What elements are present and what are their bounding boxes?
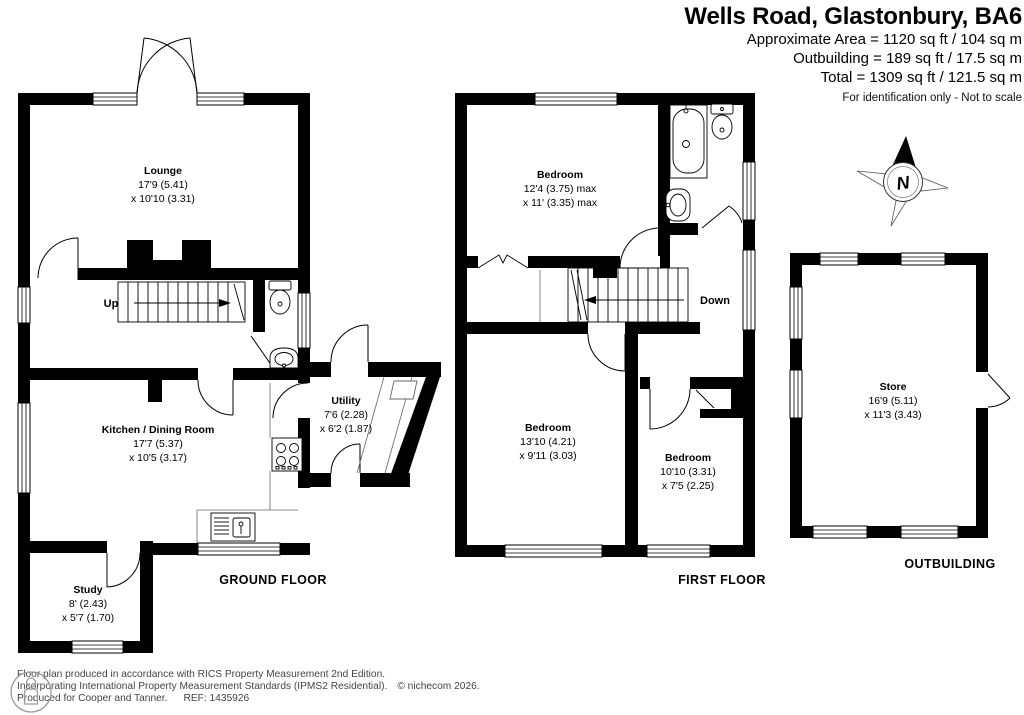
ground-floor-windows: [17, 92, 311, 654]
first-floor-plan: Bedroom 12'4 (3.75) max x 11' (3.35) max…: [455, 92, 766, 587]
lounge-dims-1: 17'9 (5.41): [138, 179, 188, 191]
bedroom3-dims-2: x 7'5 (2.25): [662, 480, 714, 492]
bathroom-basin-icon: [665, 188, 691, 222]
bathroom-toilet-icon: [710, 103, 734, 140]
stairs-down-label: Down: [700, 295, 730, 307]
first-floor-title: FIRST FLOOR: [678, 573, 766, 587]
kitchen-counter: [196, 383, 298, 543]
bedroom1-label: Bedroom: [537, 169, 583, 181]
header: Wells Road, Glastonbury, BA6 Approximate…: [684, 3, 1022, 105]
utility-worktop: [356, 376, 418, 474]
nichecom-logo-icon: [10, 671, 52, 713]
first-floor-windows: [504, 92, 756, 558]
bedroom3-label: Bedroom: [665, 452, 711, 464]
store-label: Store: [880, 381, 907, 393]
bedroom1-dims-1: 12'4 (3.75) max: [524, 183, 597, 195]
outbuilding-windows: [789, 252, 959, 539]
bedroom3-dims-1: 10'10 (3.31): [660, 466, 716, 478]
study-dims-2: x 5'7 (1.70): [62, 612, 114, 624]
kitchen-dims-2: x 10'5 (3.17): [129, 452, 187, 464]
bedroom2-label: Bedroom: [525, 422, 571, 434]
page-title: Wells Road, Glastonbury, BA6: [684, 3, 1022, 30]
outbuilding-door: [987, 373, 1011, 408]
kitchen-dims-1: 17'7 (5.37): [133, 438, 183, 450]
approximate-area: Approximate Area = 1120 sq ft / 104 sq m: [746, 31, 1022, 48]
footer-standards-text: Incorporating International Property Mea…: [17, 680, 388, 692]
first-floor-doors: [477, 205, 743, 430]
footer-ref: REF: 1435926: [183, 692, 250, 704]
disclaimer: For identification only - Not to scale: [842, 92, 1022, 104]
lounge-label: Lounge: [144, 165, 182, 177]
total-area: Total = 1309 sq ft / 121.5 sq m: [820, 69, 1022, 86]
footer-line-2: Incorporating International Property Mea…: [17, 681, 480, 693]
sink-icon: [210, 512, 256, 542]
wc-basin-icon: [269, 347, 299, 369]
bedroom1-dims-2: x 11' (3.35) max: [523, 197, 598, 209]
store-dims-2: x 11'3 (3.43): [864, 409, 921, 421]
kitchen-label: Kitchen / Dining Room: [102, 424, 215, 436]
outbuilding-door-openings: [976, 372, 988, 408]
wc-toilet-icon: [268, 280, 292, 315]
footer-line-1: Floor plan produced in accordance with R…: [17, 669, 386, 680]
staircase-up: [117, 281, 246, 323]
stairs-up-label: Up: [104, 298, 119, 310]
staircase-down: [567, 267, 689, 323]
lounge-dims-2: x 10'10 (3.31): [131, 193, 195, 205]
outbuilding-title: OUTBUILDING: [904, 557, 995, 571]
compass-north-label: N: [895, 172, 912, 194]
outbuilding-area: Outbuilding = 189 sq ft / 17.5 sq m: [793, 50, 1022, 67]
footer-text: Floor plan produced in accordance with R…: [17, 669, 480, 704]
hob-icon: [271, 437, 303, 472]
footer-line-3: Produced for Cooper and Tanner. REF: 1435…: [17, 693, 480, 705]
outbuilding-plan: Store 16'9 (5.11) x 11'3 (3.43) OUTBUILD…: [789, 252, 1011, 571]
study-label: Study: [73, 584, 102, 596]
bedroom2-dims-1: 13'10 (4.21): [520, 436, 576, 448]
footer: Floor plan produced in accordance with R…: [8, 669, 480, 713]
utility-dims-1: 7'6 (2.28): [324, 409, 368, 421]
ground-floor-plan: Lounge 17'9 (5.41) x 10'10 (3.31) Kitche…: [17, 37, 441, 654]
store-dims-1: 16'9 (5.11): [868, 395, 917, 407]
utility-label: Utility: [331, 395, 360, 407]
ground-floor-doors: [37, 37, 369, 588]
bath-icon: [669, 104, 708, 179]
bedroom2-dims-2: x 9'11 (3.03): [519, 450, 576, 462]
ground-floor-door-openings: [107, 93, 368, 553]
ground-floor-title: GROUND FLOOR: [219, 573, 327, 587]
footer-produced-for: Produced for Cooper and Tanner.: [17, 692, 168, 704]
utility-dims-2: x 6'2 (1.87): [320, 423, 372, 435]
compass-rose-icon: N: [856, 136, 949, 227]
first-floor-door-openings: [588, 256, 690, 389]
study-dims-1: 8' (2.43): [69, 598, 107, 610]
footer-copyright: © nichecom 2026.: [397, 680, 480, 692]
